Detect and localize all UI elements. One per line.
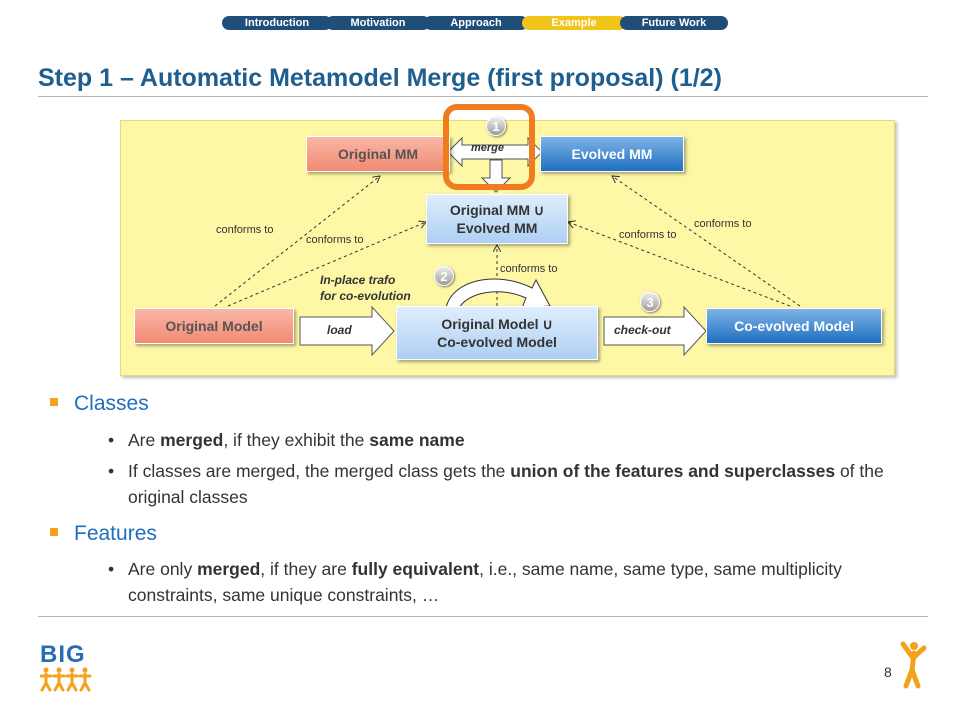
bullet-dot-icon: • — [108, 559, 115, 579]
text-bold-run: same name — [369, 430, 465, 450]
slide-title: Step 1 – Automatic Metamodel Merge (firs… — [38, 64, 722, 92]
conforms-to-label: conforms to — [694, 218, 752, 230]
bullet-dot-icon: • — [108, 461, 115, 481]
merged-model-label-line1: Original Model — [441, 316, 543, 332]
text-run: , if they exhibit the — [223, 430, 370, 450]
merged-model-label-line2: Co-evolved Model — [437, 334, 557, 350]
evolved-mm-label: Evolved MM — [571, 146, 653, 162]
original-mm-label: Original MM — [337, 146, 419, 162]
original-mm-box: Original MM — [306, 136, 450, 172]
bullet-classes-item-1: • Are merged, if they exhibit the same n… — [108, 427, 908, 453]
big-logo-text: BIG — [40, 641, 86, 668]
text-run: Are — [128, 430, 161, 450]
conforms-line-coevolved-to-merged-mm — [568, 222, 791, 307]
nav-item-motivation[interactable]: Motivation — [326, 16, 430, 30]
title-divider — [38, 96, 928, 97]
checkout-label: check-out — [614, 323, 671, 337]
conforms-to-label: conforms to — [216, 224, 274, 236]
merged-mm-label-line2: Evolved MM — [456, 220, 538, 236]
section-nav: Introduction Motivation Approach Example… — [222, 16, 728, 30]
merged-mm-box: Original MM ∪ Evolved MM — [426, 194, 568, 244]
step-badge-2: 2 — [434, 266, 454, 286]
conforms-to-label: conforms to — [500, 263, 558, 275]
evolved-mm-box: Evolved MM — [540, 136, 684, 172]
conforms-line-original-model-to-original-mm — [214, 176, 380, 307]
text-run: , if they are — [260, 559, 352, 579]
text-run: If classes are merged, the merged class … — [128, 461, 511, 481]
bullet-dot-icon: • — [108, 430, 115, 450]
jumping-person-logo-icon — [900, 641, 927, 689]
trafo-label-line2: for co-evolution — [320, 289, 411, 303]
text-run: , i.e., same name, same type, same multi… — [128, 559, 842, 605]
merged-model-box: Original Model ∪ Co-evolved Model — [396, 306, 598, 360]
conforms-to-label: conforms to — [306, 234, 364, 246]
nav-item-future-work[interactable]: Future Work — [620, 16, 728, 30]
big-logo: BIG — [39, 641, 92, 699]
nav-item-introduction[interactable]: Introduction — [222, 16, 332, 30]
load-arrow — [299, 305, 395, 357]
trafo-label-line1: In-place trafo — [320, 273, 396, 287]
step-badge-3: 3 — [640, 292, 660, 312]
bullet-features: Features — [50, 522, 157, 546]
text-run: Are only — [128, 559, 198, 579]
union-symbol: ∪ — [542, 316, 553, 332]
merge-highlight-frame — [443, 104, 535, 190]
trafo-label: In-place trafo for co-evolution — [320, 272, 411, 304]
merged-mm-label-line1: Original MM — [449, 202, 534, 218]
bullet-classes-item-2: • If classes are merged, the merged clas… — [108, 458, 908, 510]
bullet-features-heading: Features — [74, 522, 157, 545]
bullet-classes-heading: Classes — [74, 392, 149, 415]
original-model-label: Original Model — [165, 318, 263, 334]
page-number: 8 — [884, 664, 892, 680]
text-bold-run: fully equivalent — [351, 559, 480, 579]
coevolved-model-box: Co-evolved Model — [706, 308, 882, 344]
conforms-line-coevolved-to-evolved-mm — [612, 176, 801, 307]
coevolved-model-label: Co-evolved Model — [734, 318, 854, 334]
text-bold-run: merged — [160, 430, 224, 450]
merge-label: merge — [471, 142, 505, 154]
conforms-to-label: conforms to — [619, 229, 677, 241]
bullet-classes: Classes — [50, 392, 149, 416]
bullet-features-item-1: • Are only merged, if they are fully equ… — [108, 556, 898, 608]
load-label: load — [327, 323, 352, 337]
footer-divider — [38, 616, 928, 617]
text-run: of the original classes — [128, 461, 884, 507]
bullet-square-icon — [50, 528, 58, 537]
union-symbol: ∪ — [533, 202, 545, 218]
text-bold-run: merged — [197, 559, 261, 579]
original-model-box: Original Model — [134, 308, 294, 344]
people-logo-icon — [39, 667, 92, 692]
nav-item-example[interactable]: Example — [522, 16, 626, 30]
nav-item-approach[interactable]: Approach — [424, 16, 528, 30]
step-badge-1: 1 — [486, 116, 506, 136]
checkout-arrow — [603, 305, 707, 357]
text-bold-run: union of the features and superclasses — [510, 461, 836, 481]
bullet-square-icon — [50, 398, 58, 407]
